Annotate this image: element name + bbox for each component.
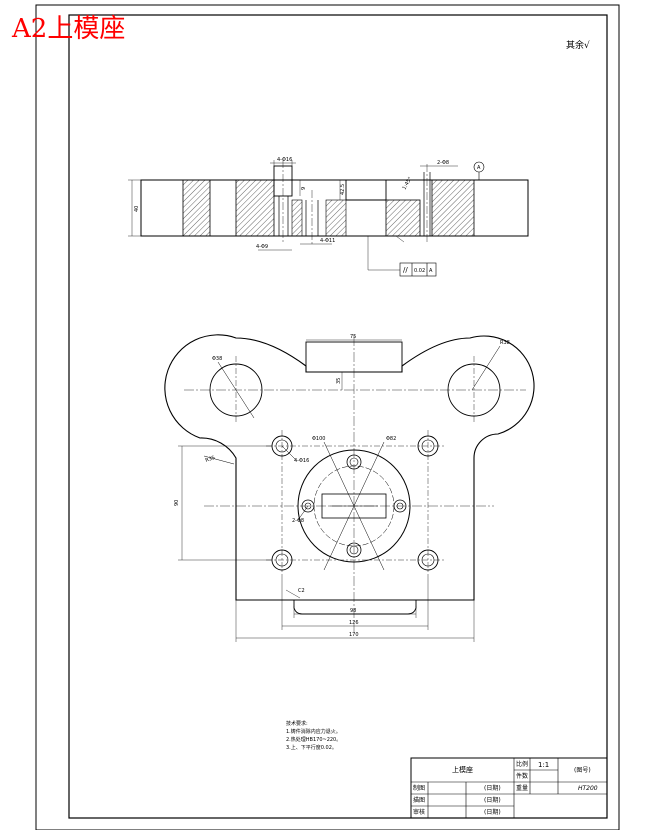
sheet-title: A2上模座 — [12, 14, 126, 44]
dim-slot-depth: 35 — [336, 378, 342, 384]
tolerance-symbol: // — [403, 266, 408, 274]
tech-note-line: 3.上、下平行度0.02。 — [286, 745, 337, 751]
dim-pin-holes: 2-Φ8 — [437, 160, 449, 166]
material: HT200 — [578, 785, 598, 792]
dim-pin-holes-plan: 2-Φ8 — [292, 518, 304, 524]
scale-label: 比例 — [516, 761, 529, 768]
title-block — [410, 757, 608, 819]
plan-view — [164, 334, 535, 642]
dim-fillet: R35 — [205, 455, 216, 464]
tolerance-datum: A — [429, 268, 433, 274]
tolerance-value: 0.02 — [414, 268, 425, 274]
weight-label: 重量 — [516, 785, 529, 792]
tech-note-line: 2.热处理HB170~220。 — [286, 737, 342, 743]
dim-pcd: Φ82 — [386, 436, 396, 442]
dim-depth-top: 9 — [301, 187, 307, 190]
date-reviewer: (日期) — [484, 809, 501, 816]
technical-requirements: 技术要求: 1.铸件消除内应力退火。 2.热处理HB170~220。 3.上、下… — [286, 720, 396, 752]
role-reviewer: 审核 — [413, 809, 426, 816]
dim-height: 40 — [134, 206, 140, 212]
dim-ear-radius: R38 — [500, 340, 510, 346]
date-tracer: (日期) — [484, 797, 501, 804]
dim-bottom-1: 98 — [350, 608, 356, 614]
dim-depth-mid: 42.5 — [340, 184, 346, 195]
inner-border — [68, 14, 608, 819]
datum-label: A — [477, 165, 481, 171]
date-drafter: (日期) — [484, 785, 501, 792]
dim-outer-dia: Φ100 — [312, 436, 325, 442]
dim-bore-left: 4-Φ9 — [256, 244, 268, 250]
role-tracer: 描图 — [413, 797, 426, 804]
scale-value: 1:1 — [538, 761, 550, 769]
dim-bottom-3: 170 — [349, 632, 359, 638]
count-label: 件数 — [516, 773, 529, 780]
tech-notes-heading: 技术要求: — [286, 721, 308, 727]
dim-slot-width: 75 — [350, 334, 356, 340]
dim-bolt-holes: 4-Φ16 — [294, 458, 309, 464]
dim-chamfer: 1:45° — [402, 176, 414, 191]
dim-vertical: 90 — [174, 500, 180, 506]
section-view — [128, 160, 529, 277]
dim-bottom-2: 126 — [349, 620, 359, 626]
outer-border — [35, 4, 620, 830]
dim-bore-mid: 4-Φ11 — [320, 238, 335, 244]
drawing-number: (图号) — [574, 767, 591, 774]
dim-chamfer-plan: C2 — [298, 588, 305, 594]
role-drafter: 制图 — [413, 785, 426, 792]
dim-ear-radius-left: Φ38 — [212, 356, 222, 362]
dim-counterbore: 4-Φ16 — [277, 157, 292, 163]
tech-note-line: 1.铸件消除内应力退火。 — [286, 729, 341, 735]
roughness-note: 其余√ — [566, 41, 590, 51]
part-name: 上模座 — [452, 766, 473, 774]
